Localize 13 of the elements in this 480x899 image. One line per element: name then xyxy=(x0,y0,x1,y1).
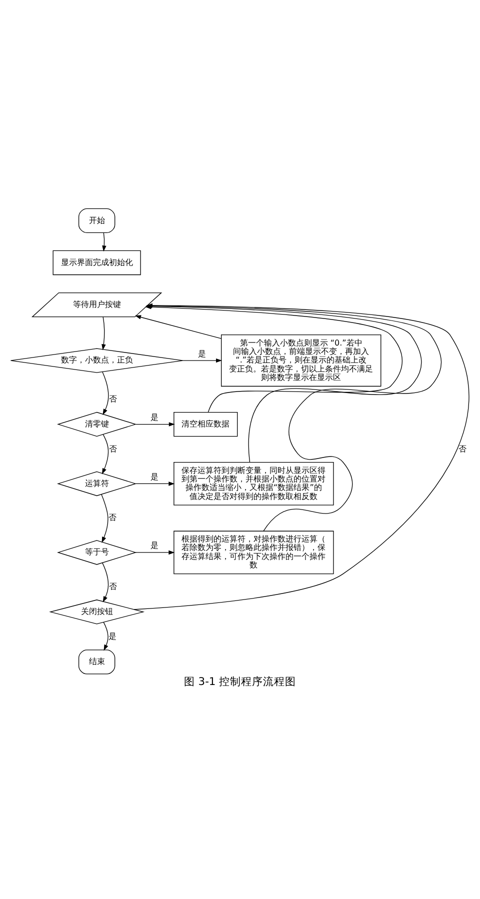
caption: 图 3-1 控制程序流程图 xyxy=(184,674,296,688)
arrow xyxy=(102,232,106,252)
arrow xyxy=(102,371,109,414)
arrow xyxy=(135,422,175,426)
arrow xyxy=(102,316,106,350)
arrow xyxy=(101,494,108,542)
arrow xyxy=(102,434,109,474)
arrow xyxy=(182,358,222,362)
arrow xyxy=(134,314,222,338)
arrow xyxy=(103,621,108,650)
arrow xyxy=(135,481,175,486)
arrow xyxy=(135,550,175,554)
arrow xyxy=(102,562,109,602)
